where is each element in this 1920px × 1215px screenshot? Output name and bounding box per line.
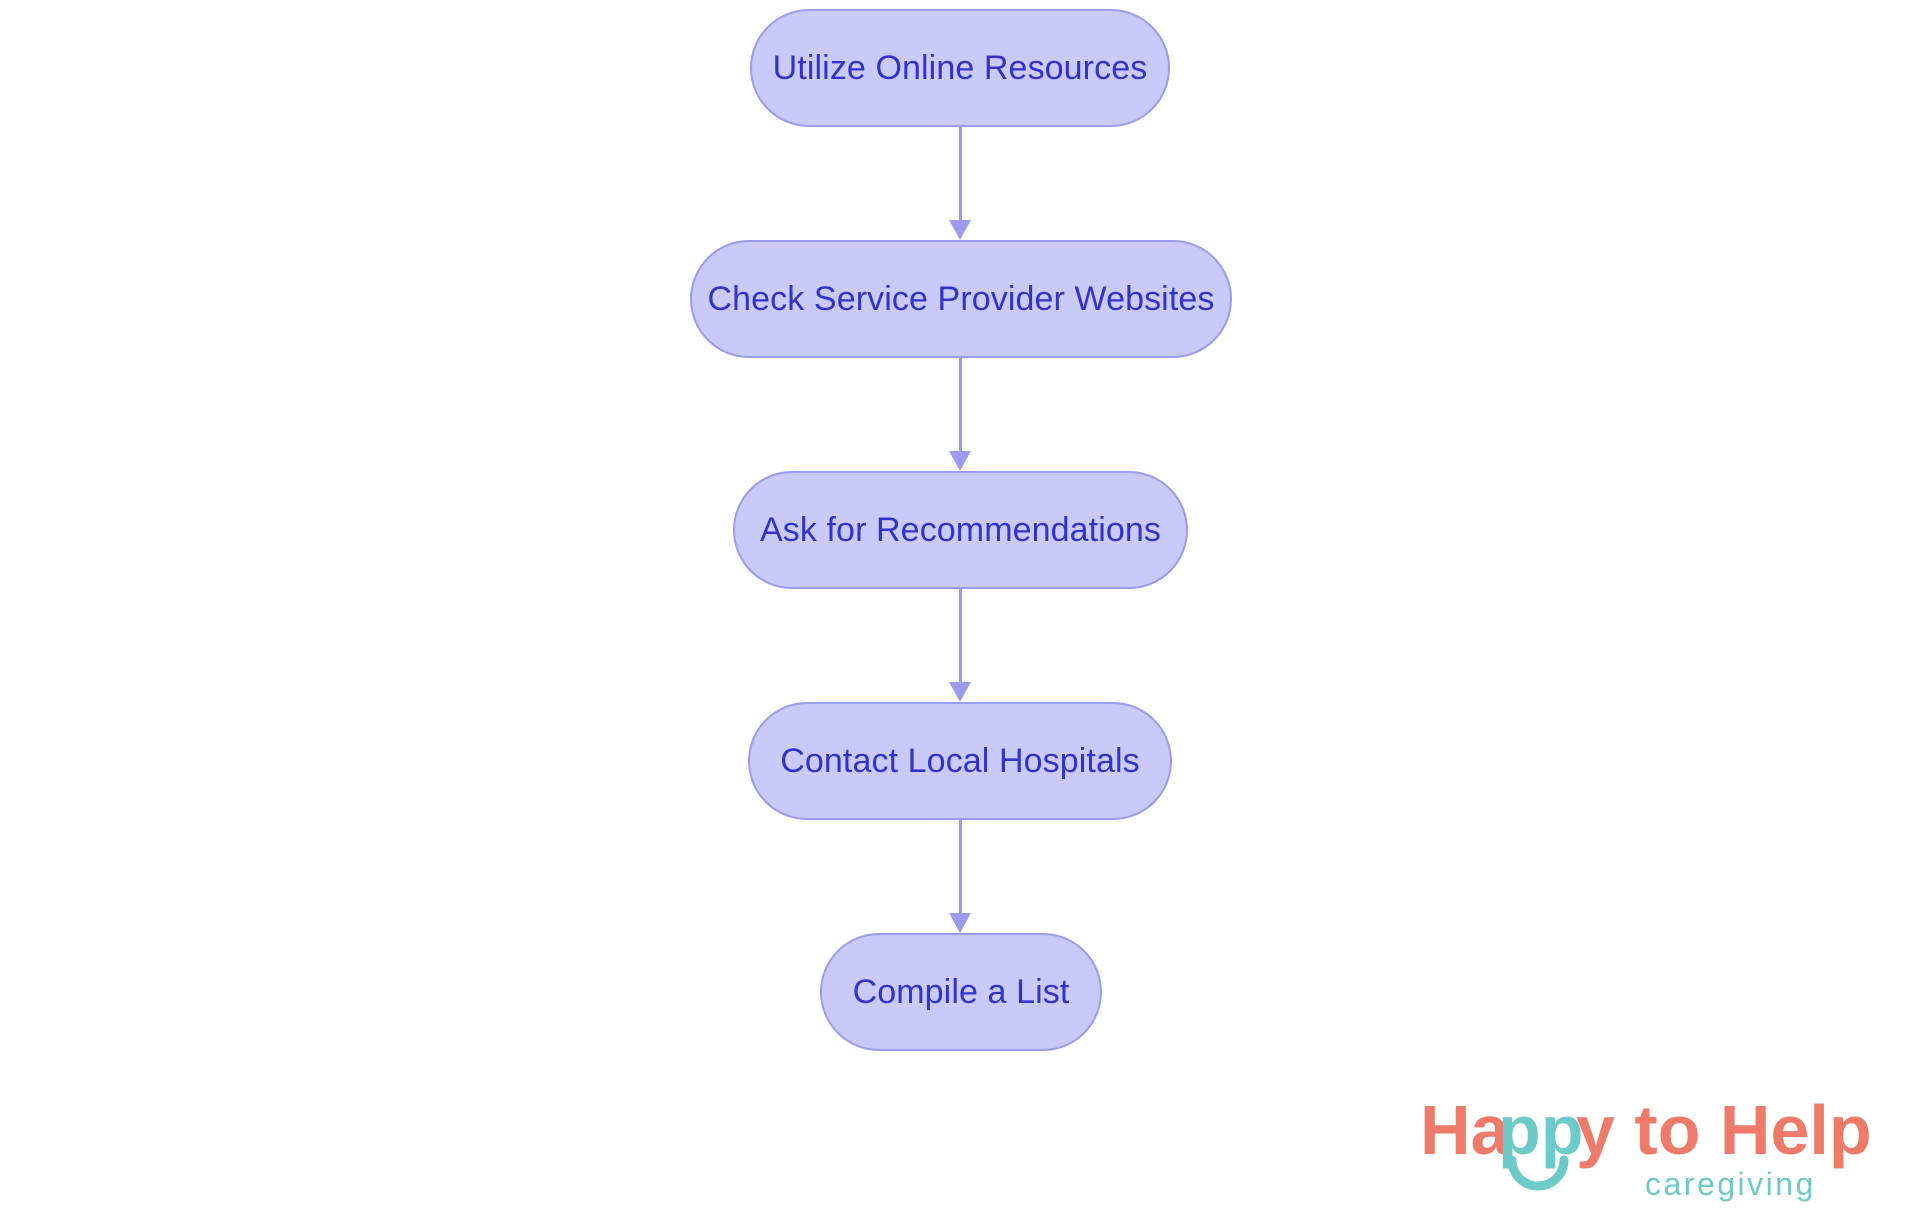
edge-line [958, 127, 962, 222]
node-label: Compile a List [852, 973, 1070, 1011]
node-label: Contact Local Hospitals [780, 742, 1140, 780]
brand-logo: Ha pp y to Help caregiving [1420, 1092, 1890, 1204]
arrow-down-icon [949, 913, 971, 933]
edge-line [958, 589, 962, 684]
flowchart-node-contact-local-hospitals[interactable]: Contact Local Hospitals [748, 702, 1172, 820]
flowchart-node-compile-a-list[interactable]: Compile a List [820, 933, 1102, 1051]
logo-text-ha: Ha [1420, 1092, 1511, 1169]
flowchart-node-utilize-online-resources[interactable]: Utilize Online Resources [750, 9, 1170, 127]
logo-tagline: caregiving [1645, 1166, 1816, 1202]
node-label: Utilize Online Resources [772, 49, 1148, 87]
node-label: Check Service Provider Websites [707, 280, 1215, 318]
arrow-down-icon [949, 682, 971, 702]
arrow-down-icon [949, 220, 971, 240]
logo-text-y-to-help: y to Help [1576, 1092, 1872, 1169]
node-label: Ask for Recommendations [759, 511, 1162, 549]
edge-line [958, 358, 962, 453]
edge-line [958, 820, 962, 915]
logo-smile-icon [1507, 1155, 1569, 1191]
flowchart-node-ask-for-recommendations[interactable]: Ask for Recommendations [733, 471, 1188, 589]
flowchart-node-check-service-provider-websites[interactable]: Check Service Provider Websites [690, 240, 1232, 358]
arrow-down-icon [949, 451, 971, 471]
